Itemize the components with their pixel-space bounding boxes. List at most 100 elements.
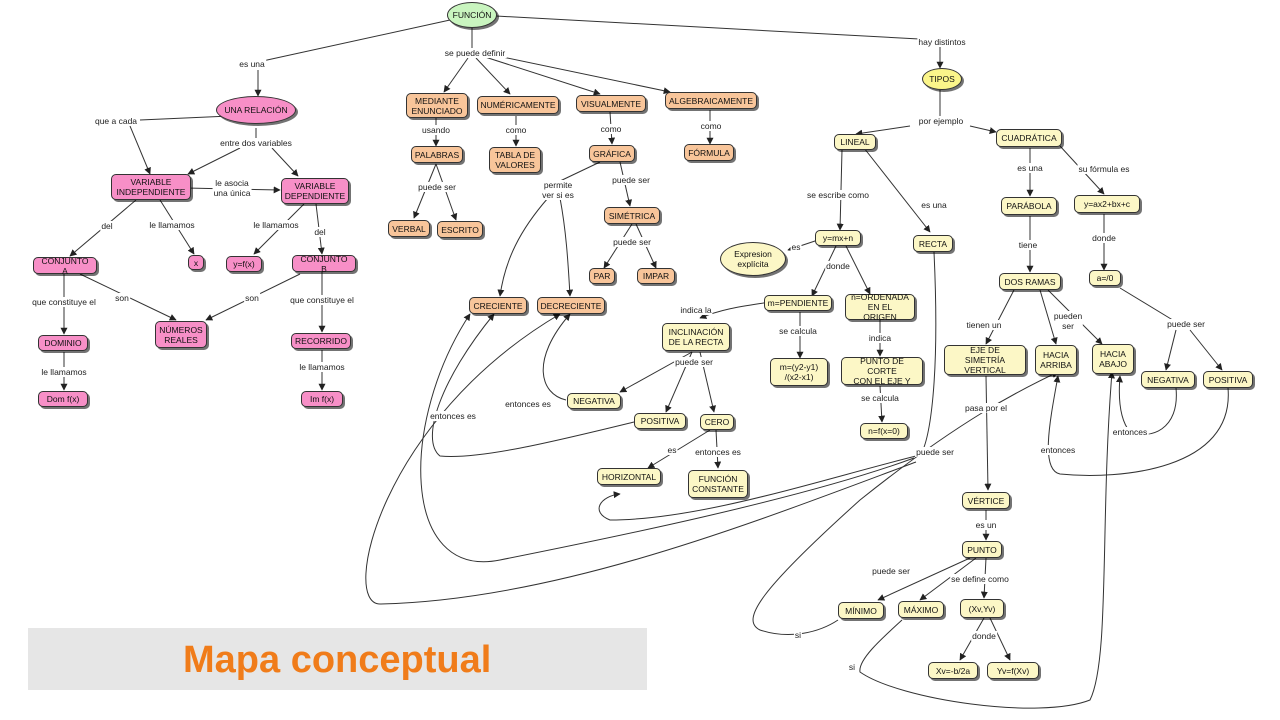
link-pueden-ser: pueden ser	[1052, 311, 1084, 331]
node-funcion-constante: FUNCIÓN CONSTANTE	[688, 470, 748, 498]
node-recorrido: RECORRIDO	[291, 333, 351, 349]
node-mediante-enunciado: MEDIANTE ENUNCIADO	[406, 93, 468, 118]
link-hay-distintos: hay distintos	[917, 37, 967, 47]
node-verbal: VERBAL	[388, 220, 430, 237]
link-su-formula-es: su fórmula es	[1077, 164, 1131, 174]
link-usando: usando	[421, 125, 451, 135]
link-indica-la: indica la	[679, 305, 713, 315]
link-del-2: del	[313, 227, 327, 237]
node-expresion-explicita: Expresion explícita	[720, 242, 786, 276]
node-tipos: TIPOS	[922, 68, 962, 90]
link-puede-ser-5: puede ser	[915, 447, 955, 457]
link-se-define-como: se define como	[950, 574, 1010, 584]
node-algebraicamente: ALGEBRAICAMENTE	[665, 92, 757, 109]
link-si-2: si	[847, 662, 857, 672]
link-donde-2: donde	[1091, 233, 1117, 243]
link-le-llamamos-3: le llamamos	[40, 367, 88, 377]
link-es-una: es una	[238, 59, 266, 69]
link-puede-ser-1: puede ser	[417, 182, 457, 192]
link-entonces-2: entonces	[1039, 445, 1077, 455]
link-es-una-2: es una	[920, 200, 948, 210]
node-numericamente: NUMÉRICAMENTE	[477, 96, 559, 114]
link-que-a-cada: que a cada	[93, 116, 139, 126]
link-por-ejemplo: por ejemplo	[917, 116, 965, 126]
link-le-asocia: le asocia una única	[212, 178, 252, 198]
node-decreciente: DECRECIENTE	[537, 297, 605, 314]
link-pasa-por-el: pasa por el	[963, 403, 1009, 413]
link-entonces-1: entonces	[1111, 427, 1149, 437]
link-del-1: del	[100, 221, 114, 231]
node-im-fx: Im f(x)	[301, 391, 343, 407]
link-como-1: como	[504, 125, 528, 135]
node-eje-simetria: EJE DE SIMETRÍA VERTICAL	[944, 345, 1026, 375]
node-ordenada: n=ORDENADA EN EL ORIGEN	[845, 292, 915, 322]
node-impar: IMPAR	[637, 268, 675, 284]
link-es-1: es	[790, 242, 802, 252]
title-banner	[28, 628, 647, 690]
node-m-formula: m=(y2-y1) /(x2-x1)	[770, 358, 828, 386]
link-permite-ver: permite ver si es	[541, 180, 575, 200]
link-puede-ser-4: puede ser	[674, 357, 714, 367]
link-entonces-es-1: entonces es	[429, 411, 477, 421]
link-como-3: como	[699, 121, 723, 131]
node-hacia-arriba: HACIA ARRIBA	[1035, 345, 1077, 375]
node-lineal: LINEAL	[834, 134, 876, 150]
link-indica: indica	[867, 333, 893, 343]
node-conjunto-b: CONJUNTO B	[292, 254, 356, 274]
link-que-constituye-2: que constituye el	[289, 295, 355, 305]
node-parabola: PARÁBOLA	[1001, 197, 1057, 215]
node-cero: CERO	[700, 414, 734, 430]
link-si-1: si	[793, 630, 803, 640]
link-entonces-es-2: entonces es	[504, 399, 552, 409]
link-se-puede-definir: se puede definir	[443, 48, 507, 58]
link-tienen-un: tienen un	[965, 320, 1003, 330]
node-escrito: ESCRITO	[437, 221, 483, 238]
link-es-un: es un	[974, 520, 998, 530]
node-tabla-valores: TABLA DE VALORES	[489, 147, 541, 173]
node-conjunto-a: CONJUNTO A	[33, 256, 97, 276]
link-puede-ser-7: puede ser	[871, 566, 911, 576]
node-negativa-cuadratica: NEGATIVA	[1141, 371, 1195, 388]
node-variable-dependiente: VARIABLE DEPENDIENTE	[281, 178, 349, 204]
node-y-fx: y=f(x)	[226, 256, 262, 272]
link-donde-3: donde	[971, 631, 997, 641]
node-a-distinto-0: a=/0	[1089, 270, 1121, 286]
node-par: PAR	[589, 268, 615, 284]
node-pendiente: m=PENDIENTE	[764, 295, 832, 311]
node-n-fx0: n=f(x=0)	[860, 423, 908, 439]
node-xv-yv: (Xv,Yv)	[960, 599, 1004, 618]
node-cuadratica: CUADRÁTICA	[996, 129, 1062, 147]
node-dom-fx: Dom f(x)	[38, 391, 88, 407]
link-puede-ser-2: puede ser	[611, 175, 651, 185]
link-le-llamamos-1: le llamamos	[148, 220, 196, 230]
node-dos-ramas: DOS RAMAS	[999, 273, 1061, 290]
link-se-calcula-1: se calcula	[778, 326, 818, 336]
link-entre-dos-variables: entre dos variables	[219, 138, 293, 148]
node-y-mx-n: y=mx+n	[815, 230, 861, 246]
link-que-constituye-1: que constituye el	[31, 297, 97, 307]
node-variable-independiente: VARIABLE INDEPENDIENTE	[111, 174, 191, 200]
node-punto: PUNTO	[962, 541, 1002, 558]
link-son-1: son	[114, 293, 130, 303]
link-puede-ser-6: puede ser	[1166, 319, 1206, 329]
node-formula: FÓRMULA	[684, 144, 734, 161]
node-vertice: VÉRTICE	[962, 492, 1010, 509]
link-como-2: como	[599, 124, 623, 134]
node-una-relacion: UNA RELACIÓN	[216, 96, 296, 124]
link-le-llamamos-4: le llamamos	[298, 362, 346, 372]
node-palabras: PALABRAS	[411, 146, 463, 163]
link-puede-ser-3: puede ser	[612, 237, 652, 247]
node-positiva-cuadratica: POSITIVA	[1203, 371, 1253, 388]
node-horizontal: HORIZONTAL	[597, 468, 661, 485]
link-donde-1: donde	[825, 261, 851, 271]
link-es-2: es	[666, 445, 678, 455]
link-son-2: son	[244, 293, 260, 303]
page-title: Mapa conceptual	[183, 639, 492, 681]
node-punto-corte: PUNTO DE CORTE CON EL EJE Y	[841, 356, 923, 386]
link-tiene: tiene	[1017, 240, 1039, 250]
node-simetrica: SIMÉTRICA	[604, 207, 660, 224]
link-es-una-3: es una	[1016, 163, 1044, 173]
node-creciente: CRECIENTE	[469, 297, 527, 314]
node-maximo: MÁXIMO	[898, 601, 944, 618]
node-grafica: GRÁFICA	[589, 145, 635, 162]
